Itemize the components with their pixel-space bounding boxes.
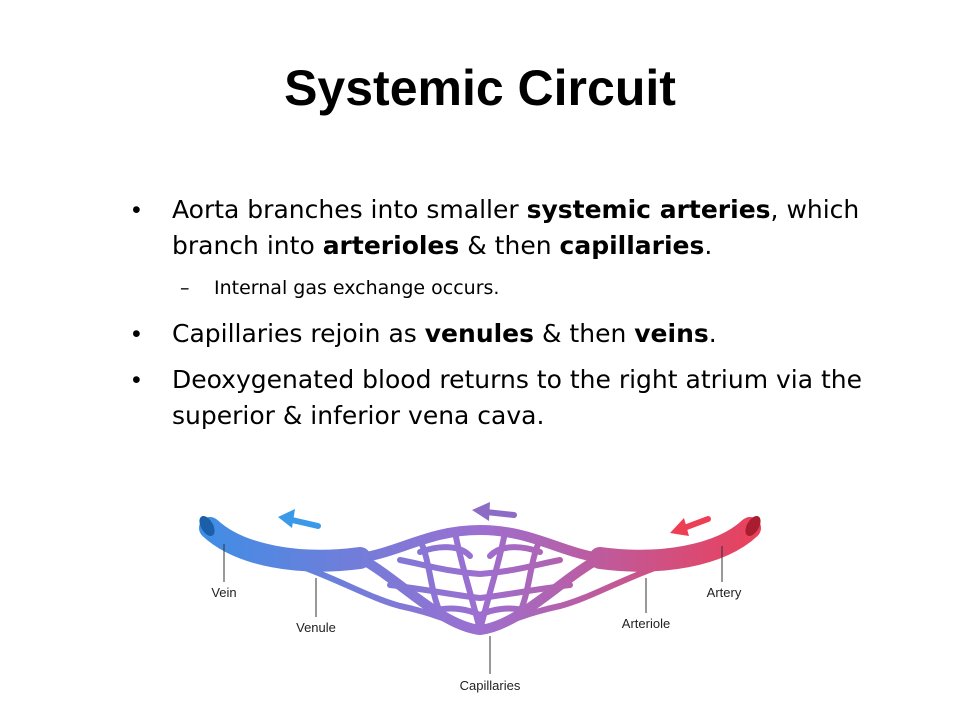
bullet-dot-icon: • (132, 366, 141, 394)
bullet-3: • Deoxygenated blood returns to the righ… (132, 362, 912, 434)
capillary-upper-branch (355, 525, 605, 563)
venule-branch (297, 563, 403, 609)
capillary (517, 537, 543, 615)
capillary (417, 537, 443, 615)
capillaries-label: Capillaries (460, 678, 521, 693)
capillary (397, 557, 563, 577)
capillary (417, 544, 473, 559)
bullet-2: • Capillaries rejoin as venules & then v… (132, 316, 912, 352)
capillary (427, 605, 483, 618)
sub-bullet-1: – Internal gas exchange occurs. (180, 274, 912, 302)
bullet-dot-icon: • (132, 196, 141, 224)
venule-label: Venule (296, 620, 336, 635)
bullet-3-text: Deoxygenated blood returns to the right … (172, 365, 863, 430)
blue-arrow-icon (278, 509, 321, 529)
sub-bullet-1-text: Internal gas exchange occurs. (214, 277, 500, 299)
capillary (397, 603, 483, 633)
slide-title: Systemic Circuit (284, 60, 676, 116)
arteriole-branch (557, 563, 663, 609)
capillary (477, 529, 508, 633)
bullet-list: • Aorta branches into smaller systemic a… (132, 192, 912, 444)
vein-opening (199, 516, 215, 536)
capillary (452, 529, 483, 633)
capillary (487, 544, 543, 559)
arteriole-label: Arteriole (622, 616, 670, 631)
purple-arrow-icon (472, 502, 517, 521)
artery-vessel (589, 517, 761, 572)
artery-opening (745, 516, 761, 536)
red-arrow-icon (670, 516, 711, 536)
capillary (477, 605, 533, 618)
dash-icon: – (180, 277, 190, 299)
bullet-1: • Aorta branches into smaller systemic a… (132, 192, 912, 264)
vein-vessel (199, 517, 371, 572)
bullet-1-text: Aorta branches into smaller systemic art… (172, 195, 860, 260)
capillary (477, 603, 563, 633)
bullet-2-text: Capillaries rejoin as venules & then vei… (172, 319, 717, 348)
artery-label: Artery (707, 585, 742, 600)
capillary (387, 582, 573, 601)
bullet-dot-icon: • (132, 320, 141, 348)
vein-label: Vein (211, 585, 236, 600)
